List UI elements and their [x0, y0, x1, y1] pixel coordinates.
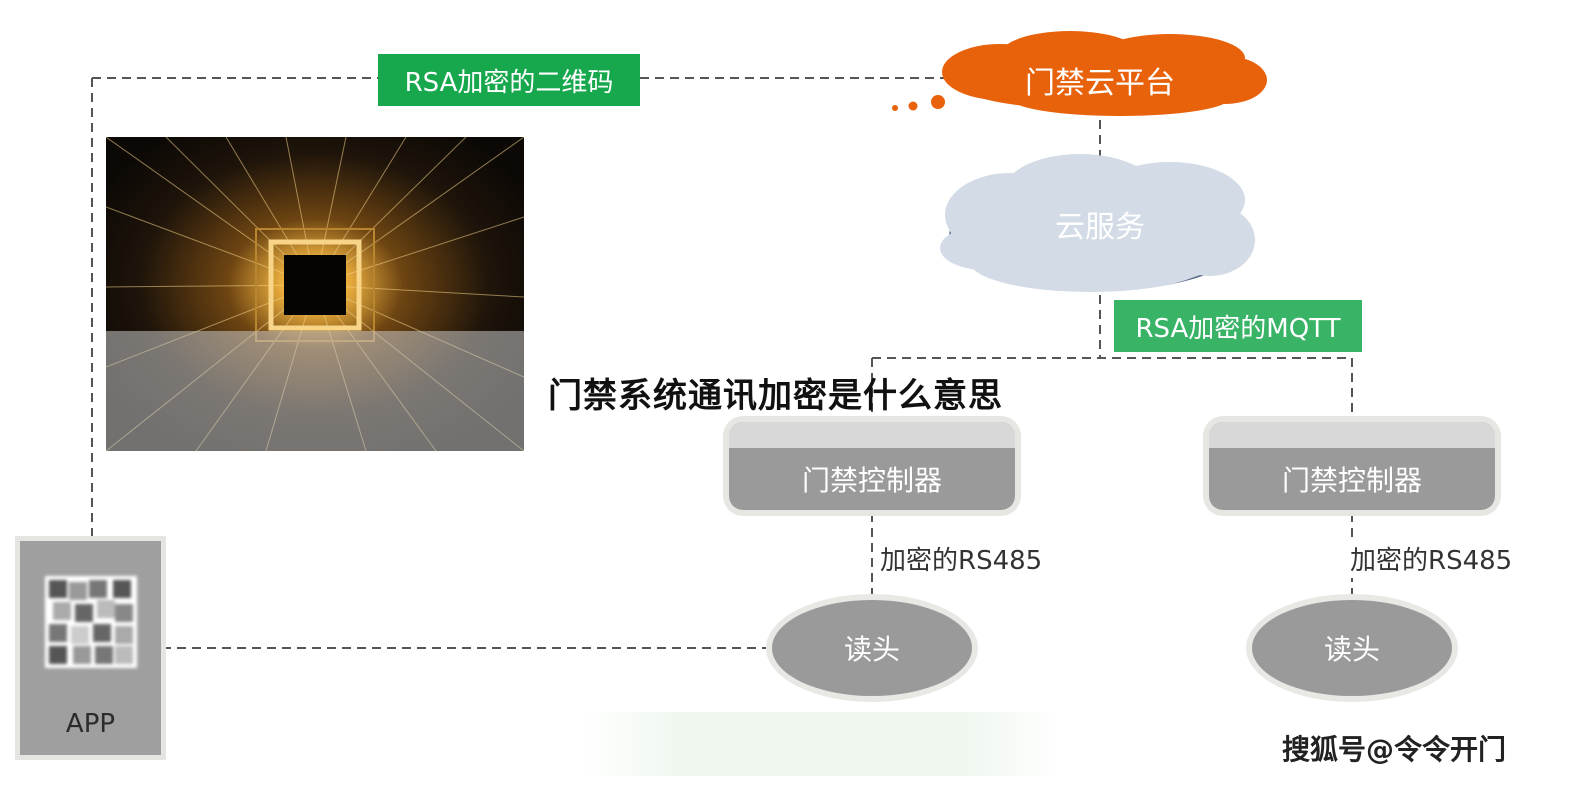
reader-left-shape: [766, 594, 978, 702]
controller-right-box: 门禁控制器: [1209, 422, 1495, 510]
app-device-box: APP: [20, 541, 161, 755]
qr-channel-label: RSA加密的二维码: [378, 54, 640, 106]
mqtt-channel-label: RSA加密的MQTT: [1114, 300, 1362, 352]
rs485-left-label: 加密的RS485: [880, 540, 1070, 578]
thought-dot-large: [931, 95, 945, 109]
digital-tunnel-image: [106, 137, 524, 451]
rs485-right-label: 加密的RS485: [1350, 540, 1540, 578]
controller-left-box: 门禁控制器: [729, 422, 1015, 510]
cloud-platform-label: 门禁云平台: [1025, 66, 1175, 101]
photo-fade-overlay: [106, 331, 524, 451]
blurred-qr-code-icon: [45, 576, 137, 668]
reader-right-shape: [1246, 594, 1458, 702]
reader-left-label: 读头: [843, 633, 900, 666]
cloud-platform-shape: [892, 31, 1267, 116]
page-headline: 门禁系统通讯加密是什么意思: [548, 376, 1003, 416]
reader-right-label: 读头: [1323, 633, 1380, 666]
faded-caption-band: [585, 712, 1060, 776]
controller-right-label: 门禁控制器: [1281, 464, 1422, 497]
source-watermark: 搜狐号@令令开门: [1282, 733, 1507, 766]
thought-dot-small: [892, 105, 898, 111]
controller-right-highlight: [1209, 422, 1495, 448]
controller-left-highlight: [729, 422, 1015, 448]
thought-dot-medium: [908, 101, 918, 111]
cloud-service-label: 云服务: [1055, 210, 1145, 245]
app-label: APP: [65, 709, 116, 739]
controller-left-label: 门禁控制器: [801, 464, 942, 497]
